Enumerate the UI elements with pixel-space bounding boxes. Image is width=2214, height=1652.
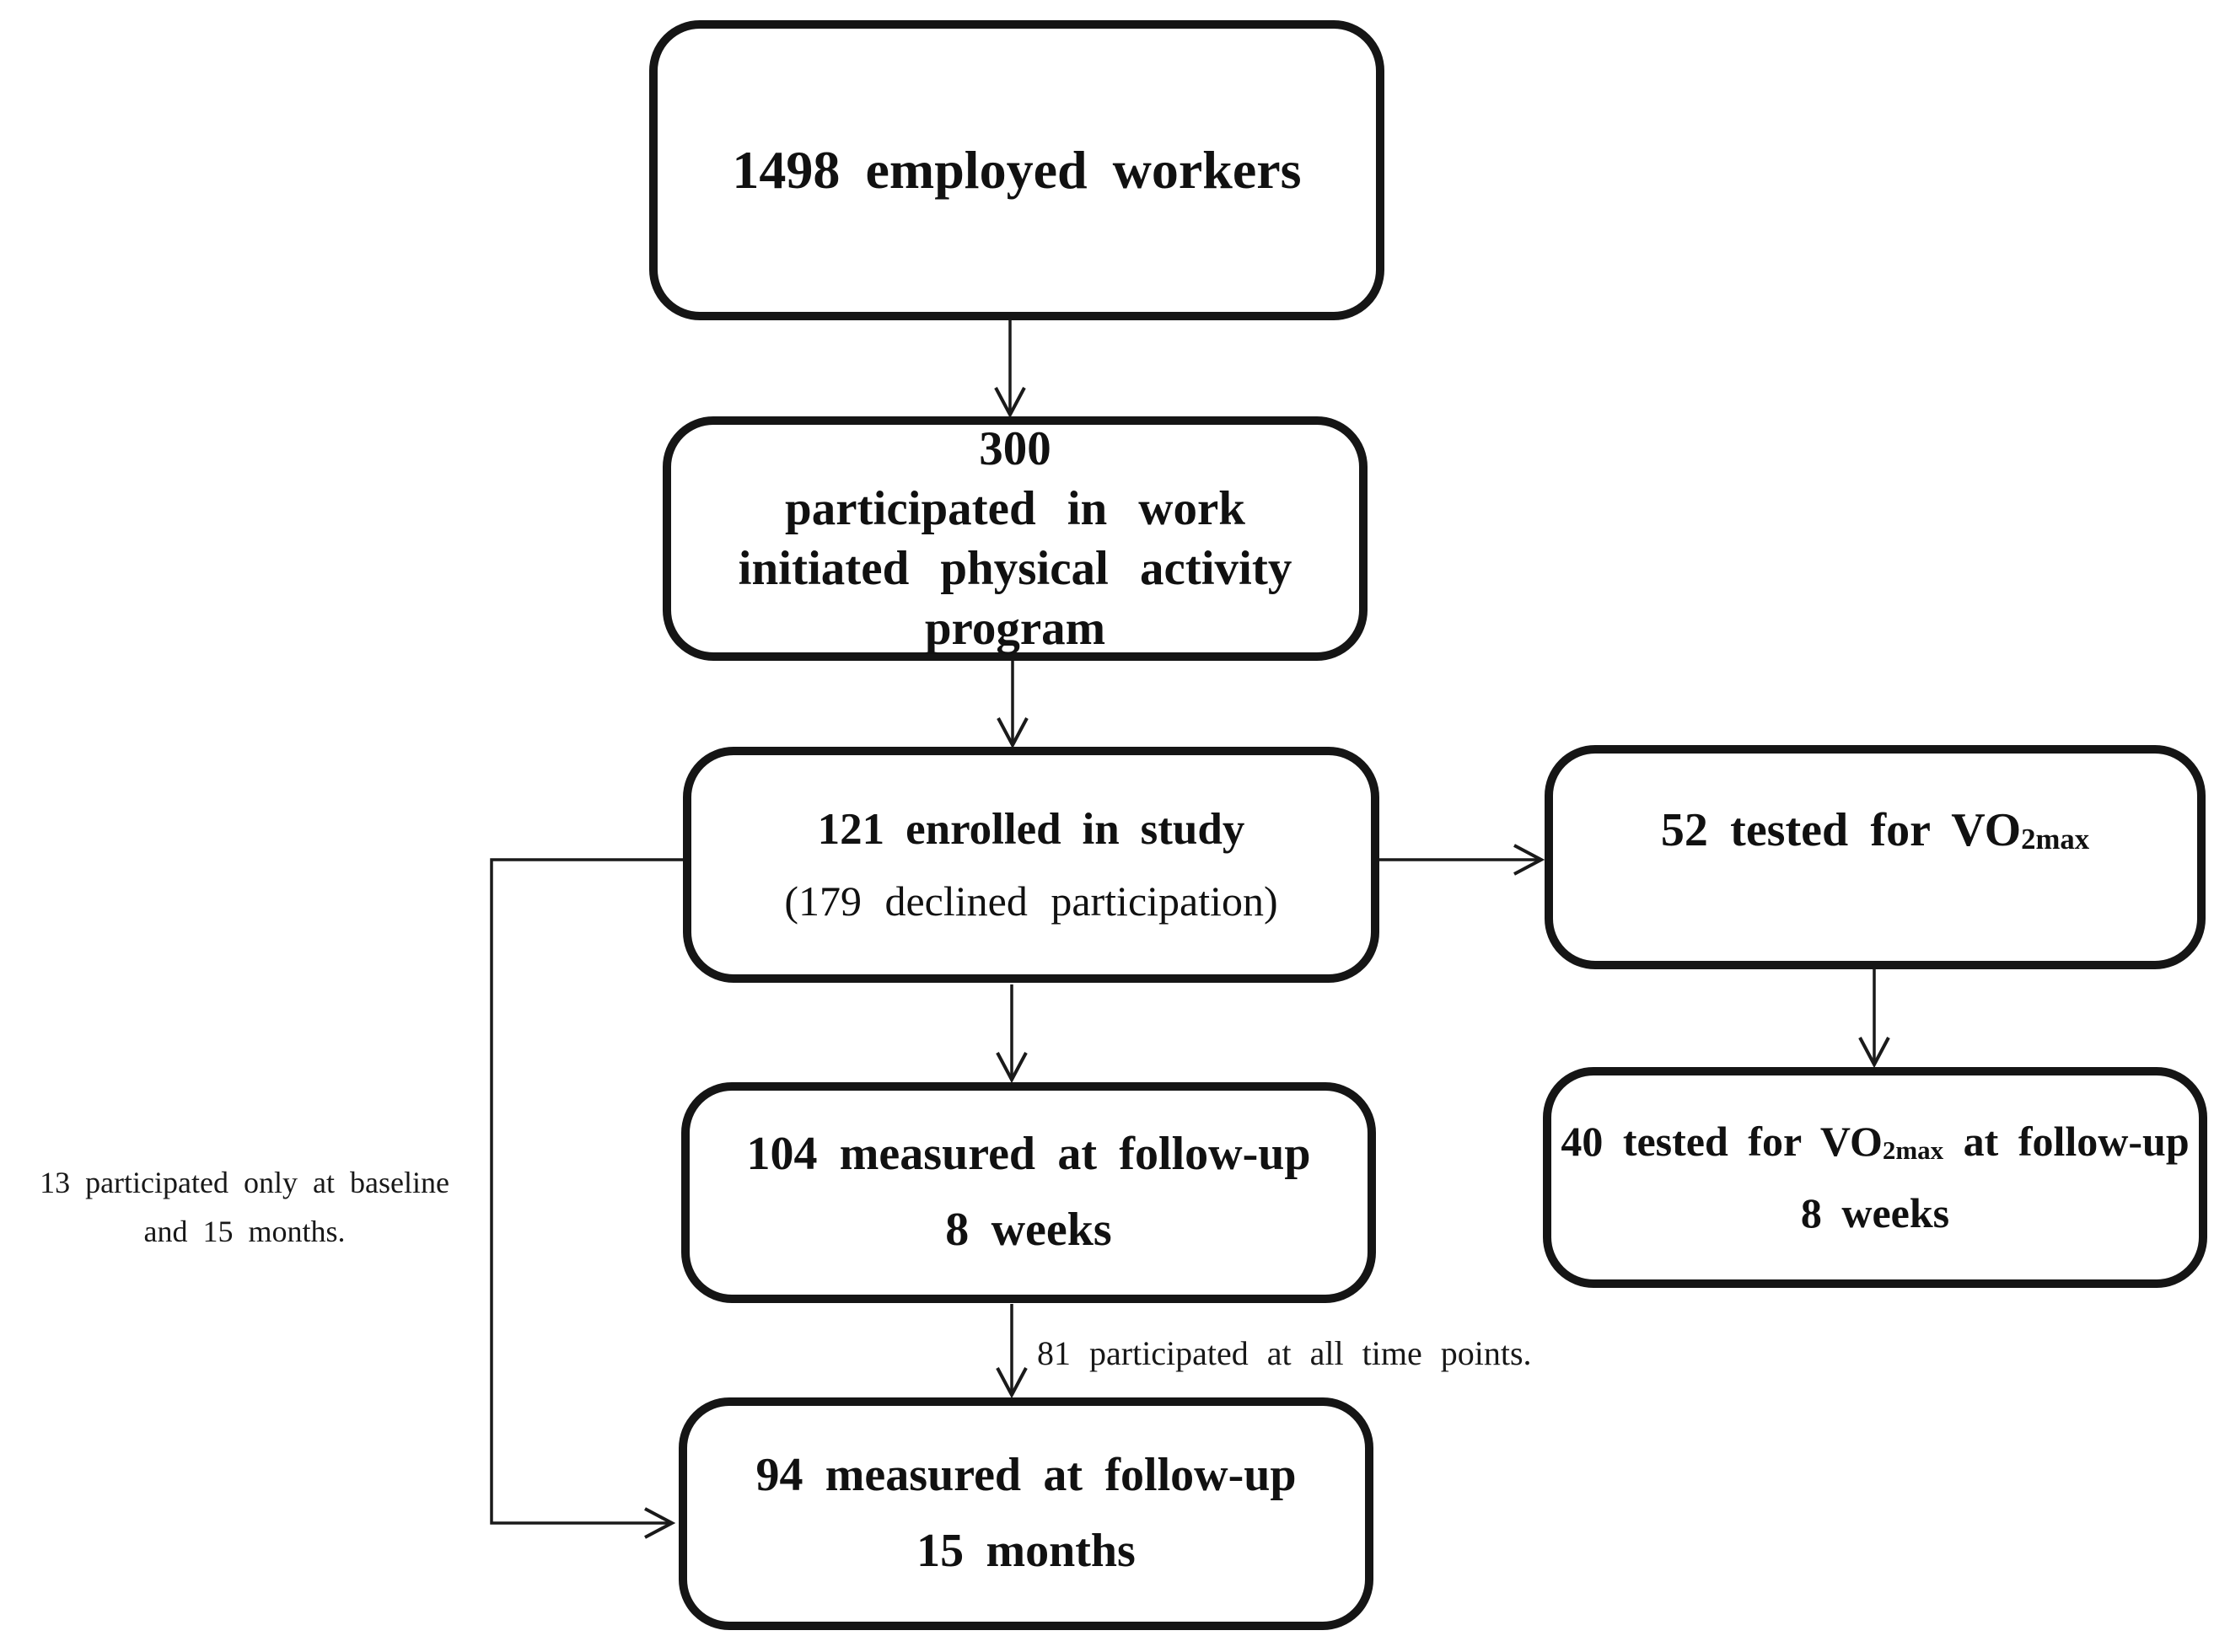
box-physical-activity-program: 300 participated in work initiated physi… (663, 416, 1368, 661)
box-measured-8-weeks-line-1: 104 measured at follow-up (746, 1128, 1311, 1181)
box-employed-workers-text: 1498 employed workers (732, 140, 1302, 200)
box-employed-workers: 1498 employed workers (649, 20, 1384, 320)
box-measured-8-weeks-line-2: 8 weeks (945, 1204, 1112, 1256)
box-program-line-3: initiated physical activity (738, 542, 1292, 595)
box-measured-15-months-line-1: 94 measured at follow-up (755, 1449, 1297, 1502)
vo2max-followup-text-post: at follow-up (1943, 1118, 2190, 1165)
box-program-line-2: participated in work (785, 481, 1245, 535)
vo2max-text-pre: 52 tested for VO (1660, 804, 2022, 856)
arrow-enrolled-bypass-to-followup-15m (490, 858, 685, 1539)
annotation-baseline-only: 13 participated only at baseline and 15 … (4, 1159, 485, 1256)
box-enrolled-line-1: 121 enrolled in study (817, 805, 1245, 855)
vo2max-subscript: 2max (2021, 823, 2090, 856)
box-vo2max-tested-text: 52 tested for VO2max (1661, 803, 2089, 857)
box-measured-15-months-line-2: 15 months (916, 1525, 1136, 1577)
annotation-baseline-only-line-1: 13 participated only at baseline (40, 1166, 449, 1199)
box-vo2max-followup: 40 tested for VO2max at follow-up 8 week… (1543, 1067, 2207, 1288)
box-program-line-4: program (924, 602, 1106, 656)
annotation-all-timepoints: 81 participated at all time points. (1037, 1334, 1532, 1372)
vo2max-followup-text-pre: 40 tested for VO (1561, 1118, 1883, 1165)
box-program-line-1: 300 (979, 421, 1051, 475)
box-enrolled-in-study: 121 enrolled in study (179 declined part… (683, 747, 1379, 983)
box-measured-8-weeks: 104 measured at follow-up 8 weeks (681, 1082, 1376, 1303)
vo2max-followup-subscript: 2max (1882, 1134, 1944, 1165)
box-vo2max-followup-line-1: 40 tested for VO2max at follow-up (1561, 1106, 2189, 1177)
box-vo2max-followup-line-2: 8 weeks (1800, 1189, 1950, 1236)
box-measured-15-months: 94 measured at follow-up 15 months (679, 1397, 1373, 1630)
annotation-baseline-only-line-2: and 15 months. (143, 1214, 346, 1248)
box-vo2max-tested: 52 tested for VO2max (1545, 745, 2206, 969)
box-enrolled-line-2: (179 declined participation) (784, 877, 1278, 925)
